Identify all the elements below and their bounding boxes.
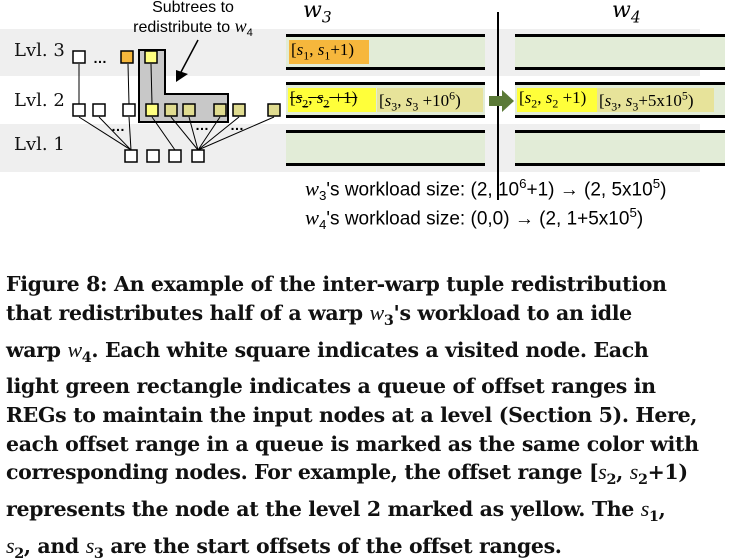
node-l2-yellow	[145, 103, 159, 117]
tree-edges	[78, 63, 275, 151]
node-l3-orange	[120, 50, 134, 64]
level-2-label: Lvl. 2	[14, 90, 65, 111]
w3-lvl2-range-khaki: [s3, s3 +106)	[377, 88, 483, 114]
caption-line: that redistributes half of a warp w3's w…	[6, 299, 632, 329]
range-text: [s1, s1+1)	[291, 40, 355, 63]
subtree-highlight	[138, 49, 229, 123]
svg-text:…: …	[195, 117, 209, 133]
callout-line-1: Subtrees to	[152, 0, 234, 16]
transfer-arrow-icon	[489, 90, 514, 112]
caption-line: represents the node at the level 2 marke…	[6, 496, 666, 526]
figure-caption: Figure 8: An example of the inter-warp t…	[6, 270, 731, 558]
w4-workload-size: w4's workload size: (0,0) → (2, 1+5x105)	[305, 205, 644, 233]
warp-w4-label: w4	[612, 0, 641, 26]
w3-lvl2-range-yellow: [s2, s2 +1)	[288, 88, 376, 112]
callout-arrow-line	[180, 39, 199, 73]
svg-text:…: …	[111, 118, 125, 134]
caption-line: each offset range in a queue is marked a…	[6, 431, 699, 456]
node-l2-khaki	[267, 103, 281, 117]
tree-diagram: … … … …	[72, 39, 281, 163]
node-l1	[146, 149, 160, 163]
caption-line: s2, and s3 are the start offsets of the …	[6, 533, 562, 558]
svg-text:…: …	[93, 50, 107, 66]
w3-var: w	[303, 0, 322, 23]
tree-nodes	[72, 50, 281, 163]
w4-var: w	[612, 0, 631, 23]
node-l1	[124, 149, 138, 163]
range-text: [s2, s2 +1)	[519, 88, 587, 111]
range-text: [s2, s2 +1)	[290, 88, 358, 111]
callout-arrow-head	[176, 70, 188, 82]
w4-sub: 4	[630, 8, 641, 27]
node-l2	[92, 103, 106, 117]
w3-workload-size: w3's workload size: (2, 106+1) → (2, 5x1…	[305, 176, 667, 204]
node-l2-khaki	[164, 103, 178, 117]
node-l2-khaki	[213, 103, 227, 117]
node-l2-khaki	[232, 103, 246, 117]
node-l3-white	[72, 50, 86, 64]
caption-line: corresponding nodes. For example, the of…	[6, 459, 688, 489]
range-text: [s3, s3+5x105)	[599, 88, 694, 114]
node-l1	[191, 149, 205, 163]
node-l2	[72, 103, 86, 117]
w4-lvl2-range-yellow: [s2, s2 +1)	[517, 88, 597, 112]
caption-line: light green rectangle indicates a queue …	[6, 374, 656, 399]
caption-line: warp w4. Each white square indicates a v…	[6, 336, 649, 366]
w3-sub: 3	[321, 8, 332, 27]
callout-text: redistribute to	[133, 19, 235, 36]
svg-text:…: …	[230, 117, 244, 133]
node-l3-yellow	[144, 50, 158, 64]
w3-lvl3-range: [s1, s1+1)	[289, 40, 369, 64]
warp-w3-label: w3	[303, 0, 332, 26]
w4-lvl2-range-khaki: [s3, s3+5x105)	[597, 88, 714, 114]
node-l1	[168, 149, 182, 163]
node-l2-khaki	[182, 103, 196, 117]
level-1-label: Lvl. 1	[14, 134, 65, 155]
callout-line-2: redistribute to w4	[118, 17, 268, 42]
callout-var: w	[234, 16, 247, 36]
node-l2	[122, 103, 136, 117]
level-3-label: Lvl. 3	[14, 40, 65, 61]
ellipsis-dots: … … … …	[93, 50, 244, 134]
subtrees-callout: Subtrees to redistribute to w4	[118, 0, 268, 42]
callout-sub: 4	[246, 27, 253, 40]
caption-line: Figure 8: An example of the inter-warp t…	[6, 272, 667, 296]
caption-line: REGs to maintain the input nodes at a le…	[6, 403, 698, 427]
range-text: [s3, s3 +106)	[379, 88, 461, 114]
